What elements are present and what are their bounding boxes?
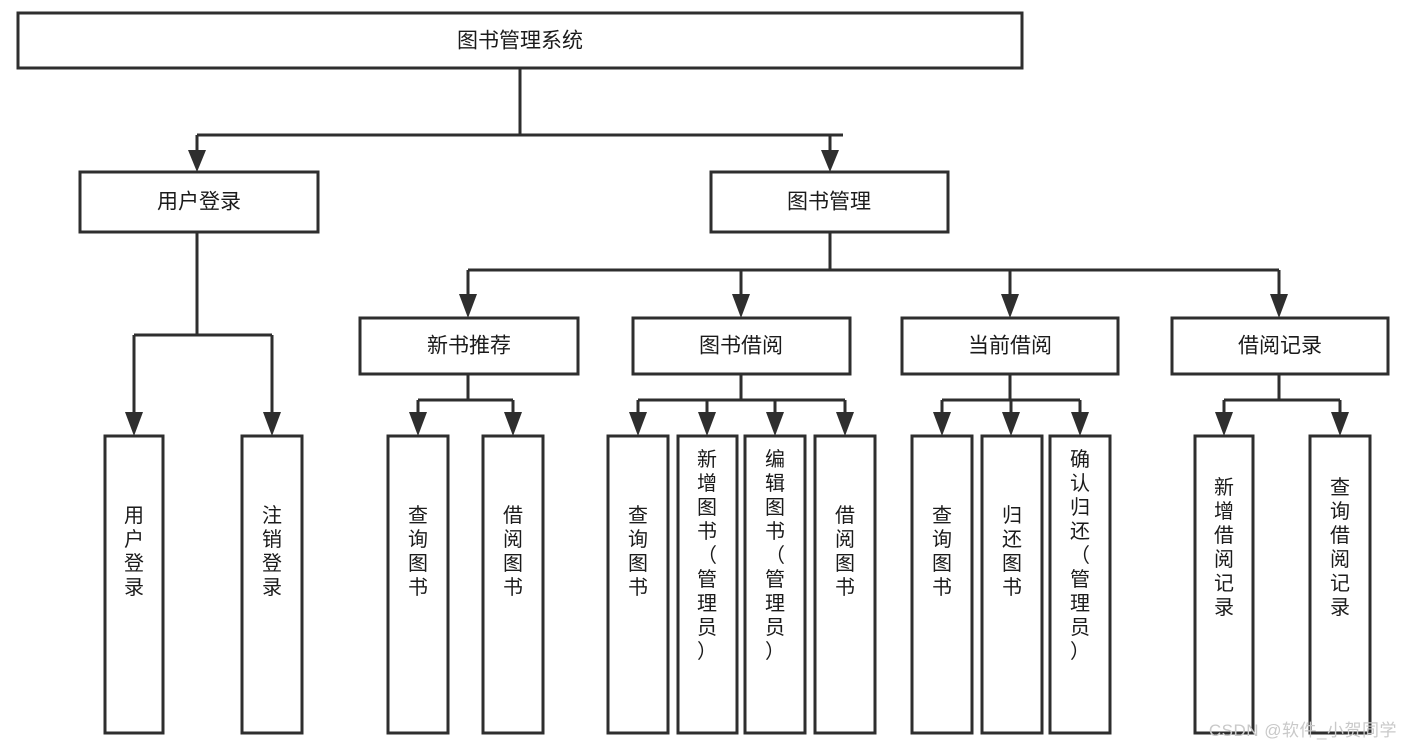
leaf-nodes-layer: 用户登录 注销登录 查询图书 借阅图书 查询图书 新增图书（管理员）: [103, 434, 1372, 735]
node-root[interactable]: 图书管理系统: [16, 11, 1024, 70]
node-root-box[interactable]: [16, 11, 1024, 70]
arrow-head-icon: [504, 412, 522, 436]
node-leaf-logout[interactable]: 注销登录: [240, 434, 304, 735]
arrow-head-icon: [125, 412, 143, 436]
arrow-head-icon: [698, 412, 716, 436]
node-user-login-box[interactable]: [78, 170, 320, 234]
node-leaf-edit-book-box[interactable]: [743, 434, 807, 735]
node-leaf-add-record-label: 新增借阅记录: [1214, 476, 1234, 619]
node-leaf-edit-book[interactable]: 编辑图书（管理员）: [743, 434, 807, 735]
node-borrow-record-box[interactable]: [1170, 316, 1390, 376]
arrow-head-icon: [1215, 412, 1233, 436]
connector-borrowrecord-to-leaves: [1215, 374, 1349, 436]
node-leaf-query-book-2[interactable]: 查询图书: [606, 434, 670, 735]
node-leaf-query-record-box[interactable]: [1308, 434, 1372, 735]
arrow-head-icon: [933, 412, 951, 436]
node-leaf-logout-box[interactable]: [240, 434, 304, 735]
node-book-borrow-box[interactable]: [631, 316, 852, 376]
node-leaf-confirm-return[interactable]: 确认归还（管理员）: [1048, 434, 1112, 735]
node-borrow-record-label: 借阅记录: [1238, 335, 1322, 358]
node-root-label: 图书管理系统: [457, 30, 583, 53]
node-current-borrow-label: 当前借阅: [968, 335, 1052, 358]
arrow-head-icon: [766, 412, 784, 436]
arrow-head-icon: [188, 150, 206, 172]
node-leaf-query-book-3-box[interactable]: [910, 434, 974, 735]
arrow-head-icon: [629, 412, 647, 436]
node-leaf-query-record-label: 查询借阅记录: [1330, 476, 1350, 619]
node-book-borrow[interactable]: 图书借阅: [631, 316, 852, 376]
node-leaf-query-book-1[interactable]: 查询图书: [386, 434, 450, 735]
node-leaf-user-login[interactable]: 用户登录: [103, 434, 165, 735]
node-leaf-borrow-book-1-box[interactable]: [481, 434, 545, 735]
node-book-manage[interactable]: 图书管理: [709, 170, 950, 234]
node-book-borrow-label: 图书借阅: [699, 335, 783, 358]
arrow-head-icon: [1270, 294, 1288, 318]
connector-userlogin-to-leaves: [125, 232, 281, 436]
node-leaf-borrow-book-1[interactable]: 借阅图书: [481, 434, 545, 735]
node-leaf-confirm-return-label: 确认归还（管理员）: [1070, 448, 1090, 663]
arrow-head-icon: [459, 294, 477, 318]
connector-root-to-level2: [188, 68, 843, 172]
node-leaf-query-book-2-box[interactable]: [606, 434, 670, 735]
node-leaf-query-book-1-box[interactable]: [386, 434, 450, 735]
node-leaf-add-record-box[interactable]: [1193, 434, 1255, 735]
node-new-book-rec[interactable]: 新书推荐: [358, 316, 580, 376]
connector-currentborrow-to-leaves: [933, 374, 1089, 436]
node-leaf-borrow-book-2-label: 借阅图书: [835, 504, 855, 599]
node-leaf-borrow-book-2[interactable]: 借阅图书: [813, 434, 877, 735]
node-leaf-add-book-box[interactable]: [676, 434, 739, 735]
node-leaf-query-book-1-label: 查询图书: [408, 504, 428, 599]
node-leaf-add-record[interactable]: 新增借阅记录: [1193, 434, 1255, 735]
connector-bookborrow-to-leaves: [629, 374, 854, 436]
node-leaf-return-book-box[interactable]: [980, 434, 1044, 735]
node-leaf-query-book-3-label: 查询图书: [932, 504, 952, 599]
node-leaf-return-book[interactable]: 归还图书: [980, 434, 1044, 735]
node-current-borrow[interactable]: 当前借阅: [900, 316, 1120, 376]
node-leaf-borrow-book-1-label: 借阅图书: [503, 504, 523, 599]
arrow-head-icon: [1001, 294, 1019, 318]
node-new-book-rec-label: 新书推荐: [427, 335, 511, 358]
node-leaf-query-book-2-label: 查询图书: [628, 504, 648, 599]
node-leaf-query-book-3[interactable]: 查询图书: [910, 434, 974, 735]
node-book-manage-label: 图书管理: [787, 191, 871, 214]
arrow-head-icon: [821, 150, 839, 172]
node-book-manage-box[interactable]: [709, 170, 950, 234]
arrow-head-icon: [263, 412, 281, 436]
node-leaf-add-book[interactable]: 新增图书（管理员）: [676, 434, 739, 735]
node-leaf-borrow-book-2-box[interactable]: [813, 434, 877, 735]
connector-bookmanage-to-level3: [459, 232, 1288, 318]
arrow-head-icon: [732, 294, 750, 318]
node-new-book-rec-box[interactable]: [358, 316, 580, 376]
node-leaf-return-book-label: 归还图书: [1002, 504, 1022, 599]
arrow-head-icon: [1002, 412, 1020, 436]
node-user-login-label: 用户登录: [157, 191, 241, 214]
connector-newbook-to-leaves: [409, 374, 522, 436]
node-leaf-user-login-label: 用户登录: [124, 505, 144, 599]
arrow-head-icon: [1331, 412, 1349, 436]
node-user-login[interactable]: 用户登录: [78, 170, 320, 234]
arrow-head-icon: [836, 412, 854, 436]
node-leaf-confirm-return-box[interactable]: [1048, 434, 1112, 735]
node-leaf-edit-book-label: 编辑图书（管理员）: [765, 448, 785, 663]
node-current-borrow-box[interactable]: [900, 316, 1120, 376]
node-leaf-logout-label: 注销登录: [262, 504, 282, 599]
node-borrow-record[interactable]: 借阅记录: [1170, 316, 1390, 376]
node-leaf-add-book-label: 新增图书（管理员）: [697, 448, 717, 663]
arrow-head-icon: [409, 412, 427, 436]
connectors-layer: [125, 68, 1349, 436]
arrow-head-icon: [1071, 412, 1089, 436]
node-leaf-user-login-box[interactable]: [103, 434, 165, 735]
node-leaf-query-record[interactable]: 查询借阅记录: [1308, 434, 1372, 735]
